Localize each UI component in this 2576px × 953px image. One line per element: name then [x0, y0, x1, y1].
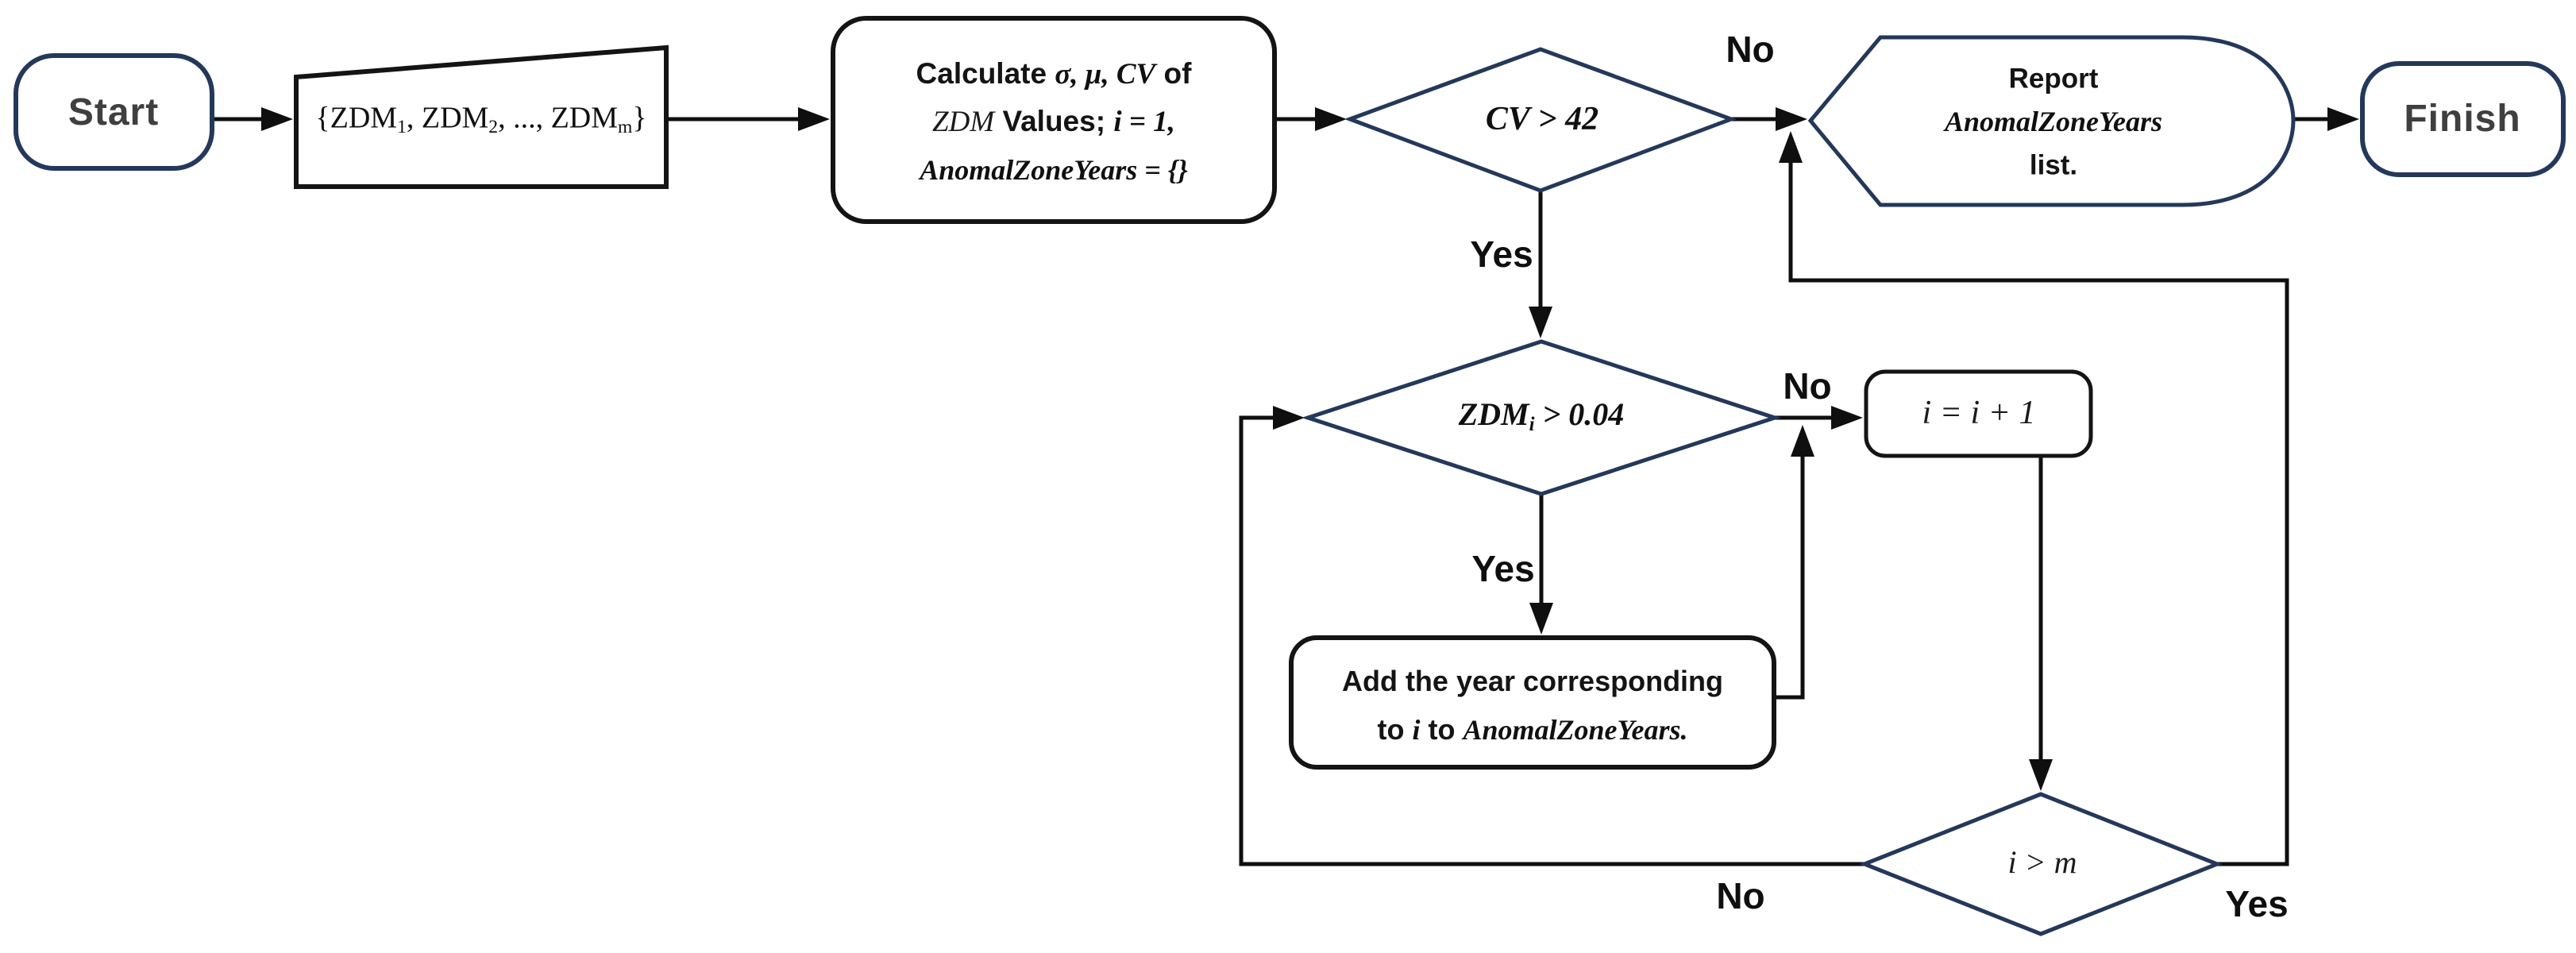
initialize-line3: AnomalZoneYears = {}	[920, 154, 1188, 186]
input-sub-1: 1	[397, 117, 407, 138]
initialize-line2-math: ZDM	[932, 106, 995, 138]
edge-label-zdm-no: No	[1783, 365, 1832, 407]
node-finish-label: Finish	[2404, 98, 2521, 140]
node-start-label: Start	[67, 91, 160, 133]
report-line2: AnomalZoneYears	[1944, 106, 2163, 137]
initialize-line1: Calculate σ, μ, CV of	[916, 59, 1192, 89]
node-cv-decision-shape	[1344, 47, 1737, 193]
node-increment-shape	[1864, 369, 2093, 458]
addyear-line2: to i to AnomalZoneYears.	[1377, 713, 1688, 746]
addyear-line2-text2: to	[1420, 713, 1463, 746]
initialize-line2-text: Values;	[994, 105, 1114, 137]
input-sub-2: 2	[488, 117, 499, 138]
report-line3: list.	[2029, 149, 2078, 181]
edge-im-yes-to-report	[1779, 131, 2289, 866]
addyear-line1: Add the year corresponding	[1341, 665, 1724, 697]
initialize-line1-text: Calculate	[916, 57, 1055, 90]
edge-label-cv-yes: Yes	[1470, 233, 1533, 275]
node-im-decision-label: i > m	[2007, 844, 2077, 880]
edge-im-no-to-zdm	[1239, 406, 1865, 866]
report-line1: Report	[2008, 63, 2099, 95]
node-increment-label: i = i + 1	[1922, 395, 2036, 431]
addyear-line2-text: to	[1377, 713, 1413, 746]
node-zdm-decision-shape	[1301, 339, 1782, 496]
node-finish-shape	[2360, 61, 2566, 177]
addyear-line2-math: AnomalZoneYears.	[1463, 714, 1688, 746]
node-report-shape	[1807, 35, 2296, 207]
node-addyear-shape	[1289, 635, 1776, 770]
node-cv-decision-label: CV > 42	[1485, 101, 1599, 137]
zdm-sub-i: i	[1529, 414, 1535, 436]
input-sub-m: m	[618, 117, 633, 138]
node-im-decision-shape	[1859, 792, 2223, 936]
node-input-shape	[294, 44, 669, 189]
initialize-line1-math: σ, μ, CV	[1055, 58, 1156, 91]
edge-label-im-no: No	[1716, 875, 1765, 916]
zdm-run2: > 0.04	[1534, 396, 1625, 433]
initialize-line2: ZDM Values; i = 1,	[932, 106, 1175, 137]
node-start-shape	[13, 53, 214, 171]
node-zdm-decision-label: ZDMi > 0.04	[1459, 399, 1625, 435]
edge-label-zdm-yes: Yes	[1471, 548, 1535, 589]
initialize-line2-math2: i = 1,	[1113, 106, 1175, 138]
addyear-line2-i: i	[1412, 714, 1421, 746]
node-initialize-shape	[831, 16, 1277, 224]
input-run: }	[632, 101, 647, 135]
input-run: , ..., ZDM	[498, 101, 619, 135]
node-input-label: {ZDM1, ZDM2, ..., ZDMm}	[315, 102, 646, 137]
input-run: {ZDM	[315, 101, 398, 135]
edge-label-im-yes: Yes	[2225, 883, 2289, 924]
zdm-run: ZDM	[1458, 396, 1529, 433]
edge-label-cv-no: No	[1726, 29, 1775, 70]
input-run: , ZDM	[406, 101, 489, 135]
edge-addyear-to-increment	[1774, 425, 1814, 700]
initialize-line1-text2: of	[1155, 57, 1192, 90]
